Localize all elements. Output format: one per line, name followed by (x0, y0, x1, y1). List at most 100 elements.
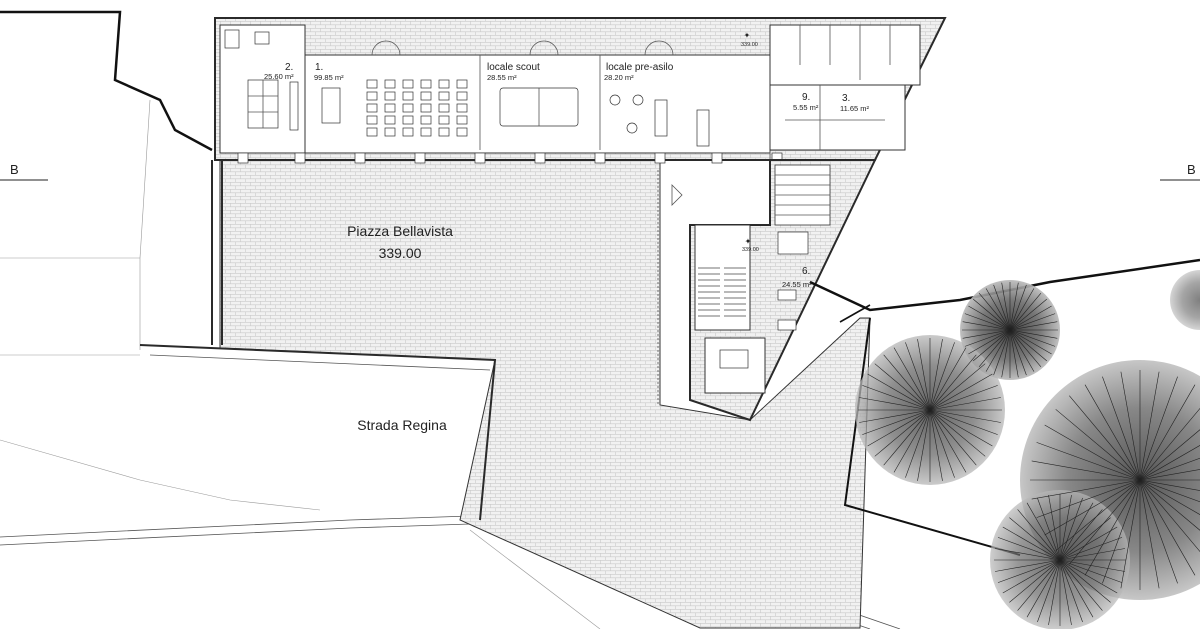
tree-branch (1102, 479, 1141, 584)
tree-branch (1009, 293, 1042, 331)
tree-branch (1009, 305, 1052, 331)
tree-branch (1048, 559, 1061, 626)
tree-branch (1026, 502, 1061, 561)
tree-branch (1059, 537, 1123, 561)
tree-branch (1055, 409, 1141, 481)
tree-branch (1009, 288, 1035, 331)
svg-text:1.: 1. (315, 62, 323, 73)
tree-branch (1009, 329, 1052, 355)
tree-branch (1059, 559, 1118, 594)
tree-branch (973, 298, 1011, 331)
tree-branch (1009, 517, 1061, 561)
tree-branch (1059, 559, 1123, 583)
tree-branch (867, 373, 931, 411)
tree-branch (973, 329, 1011, 362)
svg-text:✦: ✦ (745, 237, 752, 246)
tree-branch (1048, 494, 1061, 561)
chair (438, 115, 450, 125)
tree-branch (929, 373, 993, 411)
svg-text:99.85 m²: 99.85 m² (314, 73, 344, 82)
tree-branch (859, 409, 931, 423)
tree-branch (929, 409, 1001, 423)
chair (456, 115, 468, 125)
tree-branch (1001, 329, 1011, 378)
building-wedge (657, 159, 877, 422)
tree-branch (867, 409, 931, 447)
tree-branch (994, 548, 1061, 561)
chair (402, 79, 414, 89)
tree-branch (929, 354, 977, 411)
tree-branch (1055, 479, 1141, 551)
chair (366, 103, 378, 113)
svg-text:339.00: 339.00 (742, 247, 759, 253)
tree-branch (968, 305, 1011, 331)
svg-text:5.55 m²: 5.55 m² (793, 103, 819, 112)
tree-branch (1139, 479, 1178, 584)
tree-branch (1139, 445, 1200, 481)
tree-branch (1059, 559, 1126, 572)
tree-branch (917, 339, 931, 411)
tree-canopy (1170, 270, 1200, 330)
tree-branch (1139, 479, 1200, 491)
room-label-1: 1. 99.85 m² (314, 62, 344, 82)
tree-branch (997, 537, 1061, 561)
chair (420, 79, 432, 89)
chair (384, 79, 396, 89)
tree-branch (1037, 559, 1061, 623)
tree-branch (1037, 497, 1061, 561)
chair (420, 91, 432, 101)
tree-branch (1009, 329, 1056, 347)
tree-branch (1139, 479, 1196, 576)
chair (420, 127, 432, 137)
tree-branch (1139, 479, 1200, 531)
tree-branch (1139, 479, 1200, 503)
elevation-marker: ✦ 339.00 (741, 31, 758, 48)
chair (438, 79, 450, 89)
chair (366, 79, 378, 89)
tree-branch (1120, 371, 1141, 481)
tree-branch (1002, 559, 1061, 594)
tree-branch (874, 409, 931, 457)
trees (855, 270, 1200, 629)
tree-branch (1002, 526, 1061, 561)
tree-branch (905, 409, 931, 478)
tree-branch (929, 342, 955, 411)
room-label-2: 2. 25.60 m² (264, 62, 294, 81)
tree-branch (1069, 395, 1141, 481)
tree-branch (1059, 559, 1083, 623)
tree-branch (893, 409, 931, 473)
tree-branch (1139, 376, 1178, 481)
tree-branch (929, 409, 986, 457)
room-label-6: 6. 24.55 m² (782, 266, 812, 289)
tree-branch (962, 321, 1011, 331)
tree-branch (968, 329, 1011, 355)
tree-branch (964, 329, 1011, 347)
tree-branch (1059, 526, 1118, 561)
chair (456, 79, 468, 89)
section-mark-left: B (0, 162, 48, 181)
tree-branch (1084, 479, 1141, 576)
tree-branch (1009, 559, 1061, 603)
chair (402, 103, 414, 113)
tree-branch (1009, 282, 1019, 331)
tree-branch (1084, 384, 1141, 481)
tree-branch (997, 559, 1061, 583)
svg-text:locale pre-asilo: locale pre-asilo (606, 62, 674, 73)
terrain-lines (0, 99, 601, 629)
tree-branch (917, 409, 931, 481)
tree-branch (1059, 559, 1111, 603)
tree-branch (978, 329, 1011, 367)
tree-branch (862, 385, 931, 411)
elevation-marker: ✦ 339.00 (742, 237, 759, 253)
tree-branch (862, 409, 931, 435)
svg-text:2.: 2. (285, 62, 293, 73)
tree-branch (1009, 329, 1019, 378)
tree-branch (1044, 479, 1141, 536)
chair (402, 91, 414, 101)
tree-branch (929, 409, 998, 435)
svg-text:locale scout: locale scout (487, 62, 540, 73)
tree-branch (929, 363, 986, 411)
tree-branch (1139, 457, 1200, 481)
tree-branch (993, 284, 1011, 331)
